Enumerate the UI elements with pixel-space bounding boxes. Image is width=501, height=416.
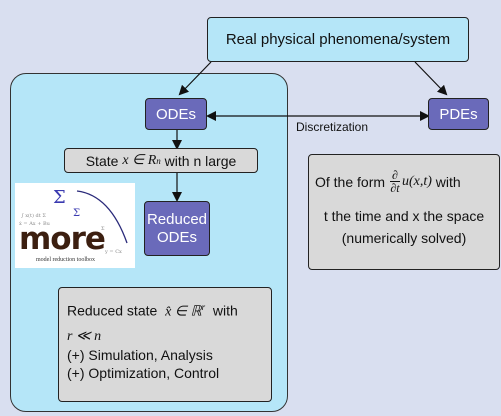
logo-word: more: [19, 221, 106, 257]
svg-text:Σ: Σ: [101, 226, 105, 232]
reduced-state-line4: (+) Optimization, Control: [67, 364, 220, 381]
pdes-description-box: Of the form ∂ ∂t u(x,t) with t the time …: [308, 154, 500, 270]
top-system-label: Real physical phenomena/system: [225, 31, 451, 48]
logo-artwork: Σ Σ ∫ x(t) dt Σ ẋ = Ax + Bu Σ y = Cx: [19, 187, 128, 255]
svg-text:y = Cx: y = Cx: [104, 249, 122, 255]
pdes-label: PDEs: [439, 105, 478, 123]
odes-box: ODEs: [145, 98, 207, 130]
pdes-desc-line3: (numerically solved): [341, 230, 467, 246]
reduced-odes-box: Reduced ODEs: [144, 201, 210, 256]
partial-derivative: ∂ ∂t: [390, 168, 400, 195]
reduced-state-box: Reduced state x̂ ∈ ℝr with r ≪ n (+) Sim…: [58, 287, 272, 402]
reduced-state-line3: (+) Simulation, Analysis: [67, 346, 213, 363]
discretization-label: Discretization: [296, 120, 369, 134]
more-logo: Σ Σ ∫ x(t) dt Σ ẋ = Ax + Bu Σ y = Cx mor…: [15, 183, 135, 268]
pdes-desc-line1: Of the form ∂ ∂t u(x,t) with: [315, 168, 461, 195]
svg-text:Σ: Σ: [53, 187, 66, 208]
state-math: x ∈ R: [122, 153, 157, 168]
svg-text:Σ: Σ: [73, 208, 80, 219]
reduced-state-line1: Reduced state x̂ ∈ ℝr with: [67, 302, 238, 320]
svg-text:∫ x(t) dt Σ: ∫ x(t) dt Σ: [21, 212, 46, 219]
odes-label: ODEs: [155, 105, 196, 123]
reduced-state-line2: r ≪ n: [67, 328, 102, 344]
svg-text:ẋ = Ax + Bu: ẋ = Ax + Bu: [19, 221, 51, 227]
arrow-top-to-pdes: [414, 61, 448, 96]
logo-tagline: model reduction toolbox: [36, 257, 95, 263]
top-system-box: Real physical phenomena/system: [207, 17, 469, 62]
pdes-box: PDEs: [428, 98, 489, 130]
pdes-desc-line2: t the time and x the space: [323, 208, 485, 224]
arrow-top-to-odes: [178, 61, 212, 96]
